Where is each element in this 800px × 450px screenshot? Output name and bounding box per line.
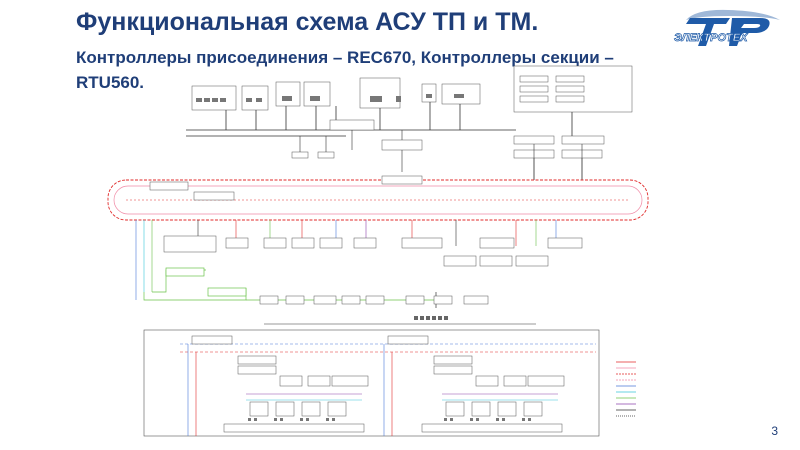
meter-ports [248,418,531,421]
server-icon [370,96,382,102]
controller-box [319,237,343,249]
server-box [303,81,331,107]
server-box [359,77,401,109]
switch-icon [561,135,605,145]
controller-box [515,255,549,267]
top-icons [196,94,464,102]
device-row [163,235,583,267]
controller-box [479,255,513,267]
controller-box [479,237,515,249]
controller-box [443,255,477,267]
diagram-frame [143,329,600,437]
workstation-icon [196,98,202,102]
workstation-icon [220,98,226,102]
controller-box [263,237,287,249]
legend [616,361,636,417]
cell-controllers [191,335,565,387]
page-title: Функциональная схема АСУ ТП и ТМ. [76,8,539,36]
ring-drops [135,220,557,300]
cell-interconnects [246,393,558,401]
controller-box [547,237,583,249]
server-icon [426,94,432,98]
switch-icon [381,139,423,151]
switch-icon [329,119,375,131]
gateway-modules [519,75,585,103]
page-subtitle: Контроллеры присоединения – REC670, Конт… [76,48,614,92]
page-number: 3 [771,424,778,438]
controller-box [163,235,217,253]
core-links [299,130,583,180]
meter-group [249,401,543,417]
core-switches [291,119,605,159]
server-icon [396,96,401,102]
logo-text: ЭЛЕКТРОТЕХ [674,32,748,44]
ring-network [107,179,649,221]
workstation-icon [212,98,218,102]
server-icon [282,96,292,101]
ring-switches [149,175,423,201]
workstation-icon [204,98,210,102]
switch-icon [513,135,555,145]
controller-box [353,237,377,249]
workstation-box [241,85,269,111]
server-icon [310,96,320,101]
switch-icon [291,151,309,159]
cell-footers [223,423,563,433]
controller-box [401,237,443,249]
workstation-icon [246,98,252,102]
middle-equipment [259,295,489,305]
server-icon [454,94,464,98]
functional-diagram [107,65,649,437]
logo-icon: ЭЛЕКТРОТЕХ [674,9,780,46]
controller-box [225,237,249,249]
switch-icon [317,151,335,159]
server-box [421,83,437,103]
workstation-icon [256,98,262,102]
controller-box [291,237,315,249]
server-box [275,81,301,107]
terminal-row [414,316,448,320]
